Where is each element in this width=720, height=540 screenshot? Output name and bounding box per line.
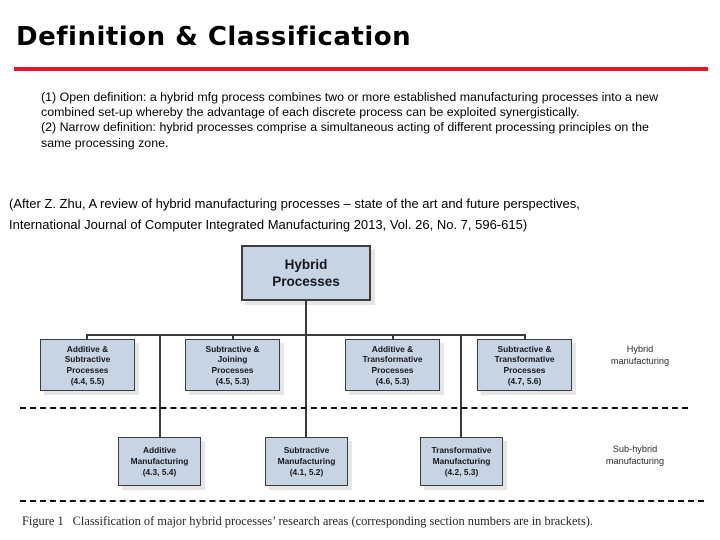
label-hybrid-manufacturing-line1: Hybrid (626, 344, 654, 354)
node-additive-subtractive-processes-line1: Additive & (66, 343, 109, 354)
connector-drop-subtractive (305, 409, 307, 438)
node-subtractive-transformative-processes-line2: Transformative (494, 354, 555, 365)
node-subtractive-manufacturing-line2: Manufacturing (277, 456, 336, 466)
connector-crossing-mid (305, 301, 307, 416)
label-hybrid-manufacturing-line2: manufacturing (610, 355, 670, 366)
node-subtractive-manufacturing: Subtractive Manufacturing (4.1, 5.2) (265, 437, 348, 486)
citation-block: (After Z. Zhu, A review of hybrid manufa… (9, 193, 709, 235)
definition-narrow: (2) Narrow definition: hybrid processes … (41, 120, 649, 150)
node-subtractive-manufacturing-line3: (4.1, 5.2) (289, 467, 324, 477)
node-additive-transformative-processes-line3: Processes (371, 365, 414, 375)
label-sub-hybrid-manufacturing: Sub-hybrid manufacturing (578, 444, 692, 467)
connector-drop-sub-join (232, 334, 234, 340)
node-subtractive-transformative-processes-line3: Processes (503, 365, 546, 375)
definition-open: (1) Open definition: a hybrid mfg proces… (41, 90, 659, 120)
node-additive-transformative-processes: Additive & Transformative Processes (4.6… (345, 339, 440, 391)
citation-line-2: International Journal of Computer Integr… (9, 217, 528, 232)
node-transformative-manufacturing-line1: Transformative (431, 445, 492, 455)
node-transformative-manufacturing-line3: (4.2, 5.3) (444, 467, 479, 477)
page-title: Definition & Classification (16, 22, 412, 52)
connector-crossing-left (159, 334, 161, 416)
node-additive-subtractive-processes-line2: Subtractive (64, 354, 111, 365)
connector-drop-transformative (460, 409, 462, 438)
node-subtractive-transformative-processes-line4: (4.7, 5.6) (507, 375, 542, 386)
node-additive-manufacturing-line3: (4.3, 5.4) (142, 467, 177, 477)
node-hybrid-processes: Hybrid Processes (241, 245, 371, 301)
node-additive-transformative-processes-line2: Transformative (362, 354, 423, 365)
classification-diagram: Hybrid Processes Additive & Subtractive … (0, 236, 720, 540)
title-divider-rule (14, 67, 708, 71)
node-additive-subtractive-processes: Additive & Subtractive Processes (4.4, 5… (40, 339, 135, 391)
node-additive-subtractive-processes-line4: (4.4, 5.5) (70, 375, 105, 386)
node-hybrid-processes-line2: Processes (272, 274, 340, 289)
node-subtractive-joining-processes: Subtractive & Joining Processes (4.5, 5.… (185, 339, 280, 391)
connector-drop-add-sub (86, 334, 88, 340)
node-additive-manufacturing-line2: Manufacturing (130, 456, 189, 466)
node-subtractive-joining-processes-line2: Joining (217, 354, 248, 365)
sub-hybrid-boundary-dashed-line (20, 500, 704, 502)
label-sub-hybrid-manufacturing-line1: Sub-hybrid (612, 444, 658, 454)
node-subtractive-manufacturing-line1: Subtractive (283, 445, 330, 455)
node-subtractive-transformative-processes: Subtractive & Transformative Processes (… (477, 339, 572, 391)
node-additive-subtractive-processes-line3: Processes (66, 365, 109, 375)
node-additive-transformative-processes-line4: (4.6, 5.3) (375, 375, 410, 386)
node-subtractive-joining-processes-line3: Processes (211, 365, 254, 375)
figure-caption: Figure 1 Classification of major hybrid p… (22, 514, 698, 529)
node-subtractive-transformative-processes-line1: Subtractive & (497, 343, 552, 354)
connector-drop-additive (159, 409, 161, 438)
connector-drop-sub-tra (524, 334, 526, 340)
hybrid-boundary-dashed-line (20, 407, 688, 409)
citation-line-1: (After Z. Zhu, A review of hybrid manufa… (9, 196, 580, 211)
node-subtractive-joining-processes-line4: (4.5, 5.3) (215, 375, 250, 386)
node-subtractive-joining-processes-line1: Subtractive & (205, 343, 260, 354)
label-hybrid-manufacturing: Hybrid manufacturing (588, 344, 692, 367)
label-sub-hybrid-manufacturing-line2: manufacturing (605, 455, 665, 466)
node-additive-manufacturing-line1: Additive (142, 445, 177, 455)
node-transformative-manufacturing: Transformative Manufacturing (4.2, 5.3) (420, 437, 503, 486)
figure-caption-label: Figure 1 (22, 514, 64, 528)
node-additive-transformative-processes-line1: Additive & (371, 343, 414, 354)
node-transformative-manufacturing-line2: Manufacturing (432, 456, 491, 466)
figure-caption-text: Classification of major hybrid processes… (72, 514, 593, 528)
node-additive-manufacturing: Additive Manufacturing (4.3, 5.4) (118, 437, 201, 486)
connector-crossing-right (460, 334, 462, 416)
connector-drop-add-tra (392, 334, 394, 340)
node-hybrid-processes-line1: Hybrid (284, 257, 328, 272)
definitions-block: (1) Open definition: a hybrid mfg proces… (41, 90, 681, 151)
